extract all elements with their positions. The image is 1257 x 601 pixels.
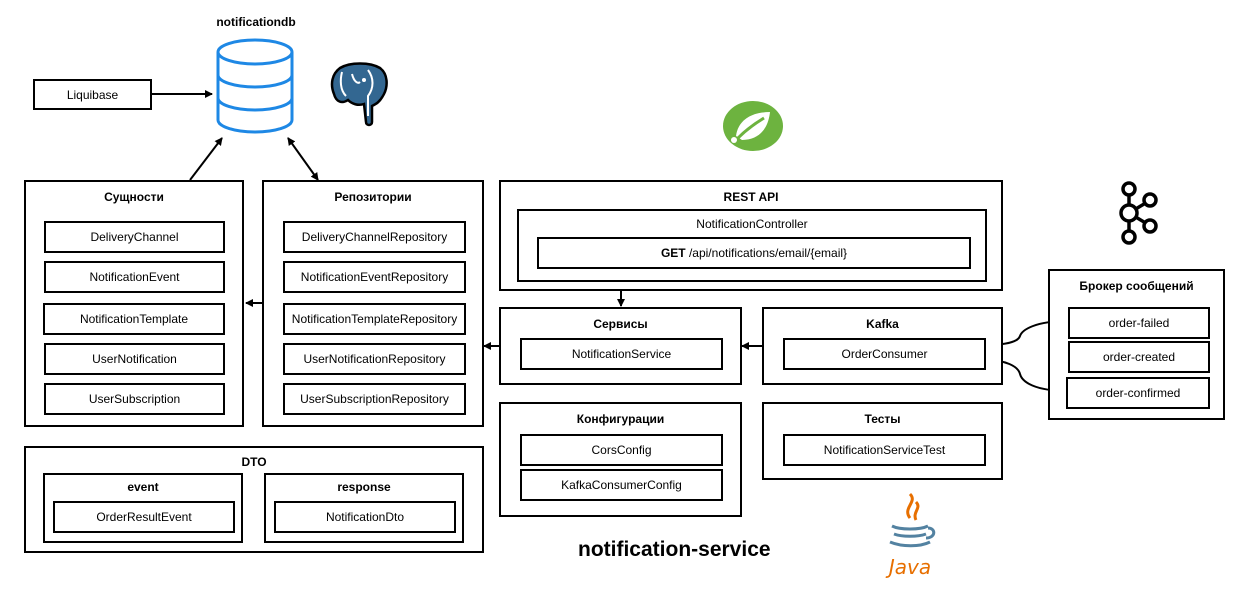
dto-event-title: event [127, 480, 159, 494]
kafka-panel: Kafka OrderConsumer [762, 307, 1003, 385]
arrow-repositories-db [287, 137, 319, 181]
entity-item: UserSubscription [44, 383, 225, 415]
entities-panel: Сущности DeliveryChannel NotificationEve… [24, 180, 244, 427]
topic-item: order-failed [1068, 307, 1210, 339]
arrow-entities-to-db [189, 137, 223, 181]
repository-item: NotificationTemplateRepository [283, 303, 466, 335]
services-panel: Сервисы NotificationService [499, 307, 742, 385]
services-title: Сервисы [593, 317, 648, 331]
repository-item: UserSubscriptionRepository [283, 383, 466, 415]
controller-title: NotificationController [696, 217, 808, 231]
endpoint-item: GET /api/notifications/email/{email} [537, 237, 971, 269]
kafka-logo [1119, 181, 1158, 245]
database-icon [216, 38, 294, 134]
service-item: NotificationService [520, 338, 723, 370]
repository-item: UserNotificationRepository [283, 343, 466, 375]
broker-title: Брокер сообщений [1079, 279, 1194, 293]
tests-panel: Тесты NotificationServiceTest [762, 402, 1003, 480]
topic-item: order-confirmed [1066, 377, 1210, 409]
entity-item: DeliveryChannel [44, 221, 225, 253]
kafka-title: Kafka [866, 317, 899, 331]
repository-item: NotificationEventRepository [283, 261, 466, 293]
dto-response-panel: response NotificationDto [264, 473, 464, 543]
broker-panel: Брокер сообщений order-failed order-crea… [1048, 269, 1225, 420]
repositories-panel: Репозитории DeliveryChannelRepository No… [262, 180, 484, 427]
dto-event-panel: event OrderResultEvent [43, 473, 243, 543]
service-name-title: notification-service [578, 538, 771, 561]
spring-leaf-logo [723, 101, 783, 151]
dto-response-item: NotificationDto [274, 501, 456, 533]
kafka-consumer-item: OrderConsumer [783, 338, 986, 370]
controller-panel: NotificationController GET /api/notifica… [517, 209, 987, 282]
config-item: CorsConfig [520, 434, 723, 466]
dto-response-title: response [337, 480, 391, 494]
tests-title: Тесты [864, 412, 901, 426]
topic-item: order-created [1068, 341, 1210, 373]
endpoint-method: GET [660, 246, 686, 260]
entity-item: NotificationTemplate [43, 303, 225, 335]
endpoint-path: /api/notifications/email/{email} [685, 246, 848, 260]
rest-api-title: REST API [723, 190, 779, 204]
database-label: notificationdb [216, 15, 296, 29]
dto-title: DTO [241, 455, 267, 469]
java-logo-text: Java [885, 555, 931, 579]
dto-panel: DTO event OrderResultEvent response Noti… [24, 446, 484, 553]
liquibase-box: Liquibase [33, 79, 152, 110]
repositories-title: Репозитории [334, 190, 412, 204]
configs-title: Конфигурации [576, 412, 665, 426]
postgresql-elephant-logo [330, 62, 388, 127]
entity-item: NotificationEvent [44, 261, 225, 293]
config-item: KafkaConsumerConfig [520, 469, 723, 501]
entities-title: Сущности [104, 190, 164, 204]
test-item: NotificationServiceTest [783, 434, 986, 466]
repository-item: DeliveryChannelRepository [283, 221, 466, 253]
rest-api-panel: REST API NotificationController GET /api… [499, 180, 1003, 291]
java-logo: Java [885, 492, 936, 579]
configs-panel: Конфигурации CorsConfig KafkaConsumerCon… [499, 402, 742, 517]
entity-item: UserNotification [44, 343, 225, 375]
dto-event-item: OrderResultEvent [53, 501, 235, 533]
